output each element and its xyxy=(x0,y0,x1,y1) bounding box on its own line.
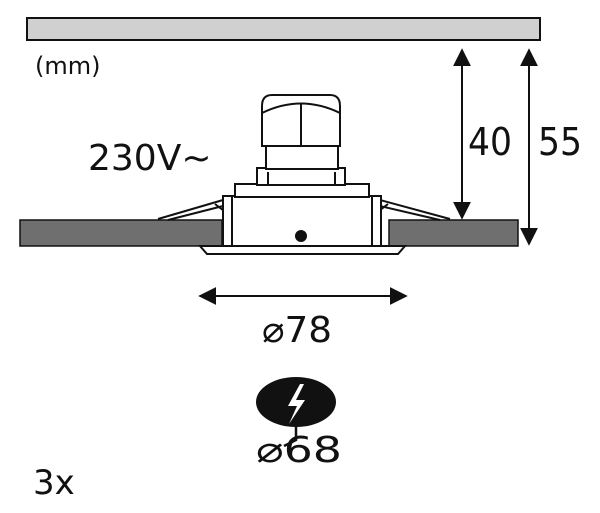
diameter-78-label: ⌀78 xyxy=(262,310,332,351)
diameter-68-label: ⌀68 xyxy=(256,430,342,471)
ceiling-plate xyxy=(26,17,541,41)
height-40-label: 40 xyxy=(468,120,512,164)
height-55-label: 55 xyxy=(538,120,582,164)
voltage-label: 230V~ xyxy=(88,138,212,179)
arrow-icon xyxy=(283,420,298,448)
board-right xyxy=(388,219,519,247)
cutout-symbol xyxy=(256,377,336,448)
quantity-label: 3x xyxy=(33,463,75,503)
board-left xyxy=(19,219,223,247)
lightning-bolt-icon xyxy=(288,384,305,424)
unit-label: (mm) xyxy=(35,52,100,80)
downlight-fixture xyxy=(157,94,451,255)
